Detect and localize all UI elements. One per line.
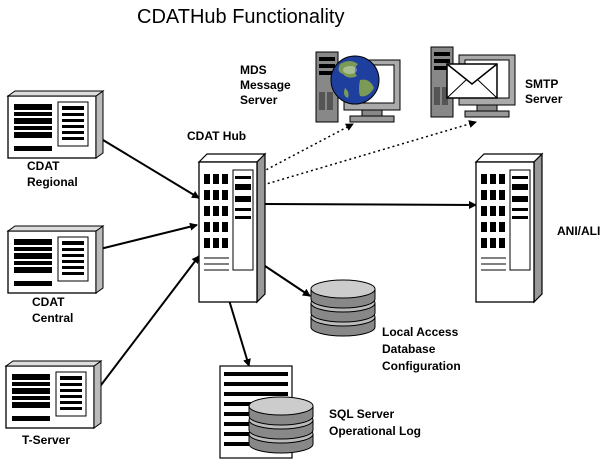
mds-label-line-3: Server	[240, 93, 278, 107]
edge-hub-to-mds	[261, 123, 354, 173]
database-icon	[248, 396, 314, 454]
cdat-regional-label-line-1: CDAT	[27, 159, 60, 173]
cdat-central-label-line-1: CDAT	[32, 295, 65, 309]
sql-server-label-line-2: Operational Log	[329, 424, 421, 438]
mds-label-line-2: Message	[240, 78, 291, 92]
node-cdat-central: CDAT Central	[7, 225, 104, 325]
cdat-central-label-line-2: Central	[32, 311, 73, 325]
edge-cdat-regional-to-hub	[102, 139, 200, 199]
edge-t-server-to-hub	[94, 255, 200, 394]
node-ani-ali: ANI/ALI	[475, 153, 600, 303]
edge-hub-to-sql-server	[228, 299, 251, 367]
edge-cdat-central-to-hub	[99, 222, 198, 250]
mds-label-line-1: MDS	[240, 63, 267, 77]
cdat-regional-label-line-2: Regional	[27, 175, 78, 189]
tower-server-icon	[198, 153, 266, 303]
database-icon	[310, 279, 376, 337]
cdat-hub-label: CDAT Hub	[187, 129, 246, 143]
node-cdat-regional: CDAT Regional	[7, 90, 104, 189]
node-cdat-hub: CDAT Hub	[187, 129, 266, 303]
node-t-server: T-Server	[5, 360, 102, 447]
desktop-server-icon	[7, 225, 104, 294]
edge-hub-to-ani-ali	[264, 200, 477, 209]
page-title: CDATHub Functionality	[137, 6, 344, 28]
desktop-server-icon	[7, 90, 104, 159]
sql-server-label-line-1: SQL Server	[329, 407, 394, 421]
ani-ali-label: ANI/ALI	[557, 224, 600, 238]
tower-server-icon	[475, 153, 543, 303]
globe-icon	[330, 55, 380, 105]
edges-layer	[94, 120, 477, 394]
local-access-label-line-3: Configuration	[382, 359, 461, 373]
edge-hub-to-smtp	[262, 120, 477, 186]
t-server-label: T-Server	[22, 433, 70, 447]
local-access-label-line-2: Database	[382, 342, 436, 356]
desktop-server-icon	[5, 360, 102, 429]
local-access-label-line-1: Local Access	[382, 325, 459, 339]
smtp-label-line-2: Server	[525, 92, 563, 106]
edge-hub-to-local-access	[264, 265, 311, 297]
smtp-label-line-1: SMTP	[525, 77, 558, 91]
envelope-icon	[446, 63, 498, 99]
